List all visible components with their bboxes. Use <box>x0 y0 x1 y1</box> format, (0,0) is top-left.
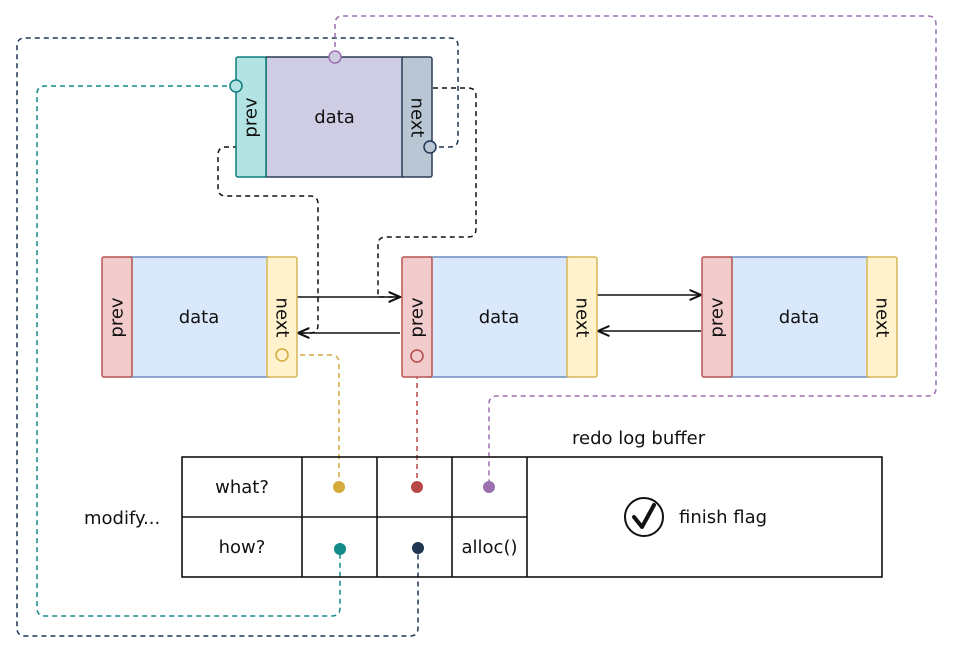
node1-data <box>129 256 269 378</box>
node3-prev-label: prev <box>706 296 728 338</box>
node2-prev <box>401 256 433 378</box>
node3-data <box>729 256 869 378</box>
node2-prev-pointer <box>410 349 424 363</box>
node2-next-label: next <box>571 297 593 337</box>
navy-dashed-link <box>16 37 459 637</box>
modify-label: modify... <box>84 508 161 529</box>
top-node-next-pointer <box>423 140 437 154</box>
top-node-prev <box>235 56 267 178</box>
node2-next <box>566 256 598 378</box>
node2-prev-label: prev <box>406 296 428 338</box>
purple-dashed-link <box>334 15 937 486</box>
black-dashed-link-next <box>377 87 477 297</box>
how-row-label: how? <box>218 536 266 558</box>
black-dashed-link-prev <box>217 146 319 333</box>
node1-next-pointer <box>275 348 289 362</box>
how-teal-dot <box>334 543 346 555</box>
node1-data-label: data <box>178 306 220 328</box>
node1-prev-label: prev <box>106 296 128 338</box>
redo-log-table <box>181 456 883 578</box>
teal-dashed-link <box>36 85 341 617</box>
node1-next <box>266 256 298 378</box>
top-node-prev-label: prev <box>240 96 262 138</box>
node3-data-label: data <box>778 306 820 328</box>
what-row-label: what? <box>215 476 269 498</box>
top-node-data-pointer <box>328 50 342 64</box>
node3-prev <box>701 256 733 378</box>
what-red-dot <box>411 481 423 493</box>
what-yellow-dot <box>333 481 345 493</box>
node1-prev <box>101 256 133 378</box>
node2-data-label: data <box>478 306 520 328</box>
node1-next-label: next <box>271 297 293 337</box>
top-node-prev-pointer <box>229 79 243 93</box>
node3-next-label: next <box>871 297 893 337</box>
what-purple-dot <box>483 481 495 493</box>
top-node-data-label: data <box>314 106 355 128</box>
finish-flag-label: finish flag <box>679 507 768 528</box>
node3-next <box>866 256 898 378</box>
alloc-cell-label: alloc() <box>461 536 518 558</box>
how-navy-dot <box>412 542 424 554</box>
check-circle-icon <box>624 497 664 537</box>
yellow-dashed-link <box>282 354 340 486</box>
redo-log-title: redo log buffer <box>572 428 706 449</box>
top-node-next-label: next <box>406 97 428 137</box>
